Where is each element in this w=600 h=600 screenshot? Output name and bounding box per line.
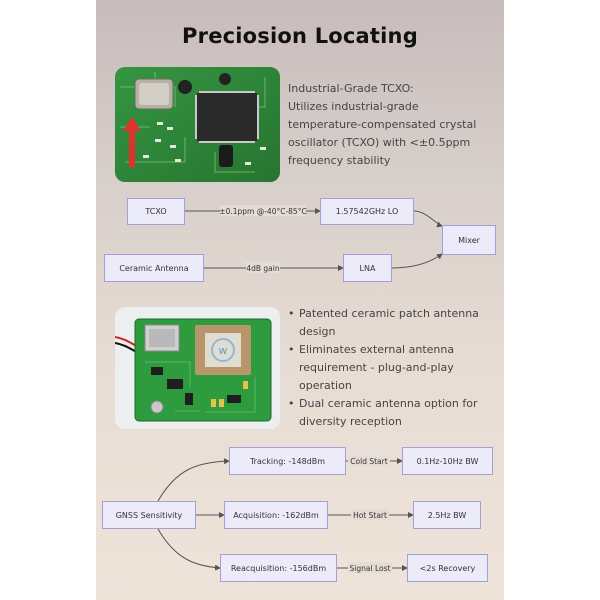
poster: Preciosion Locating [96, 0, 504, 600]
node-mixer: Mixer [442, 225, 496, 255]
list-item: Eliminates external antenna requirement … [288, 341, 493, 395]
edge-label-tcxo-lo: ±0.1ppm @-40°C-85°C [219, 207, 306, 216]
node-tracking-result: 0.1Hz-10Hz BW [402, 447, 493, 475]
edge-root-tracking [157, 458, 230, 502]
antenna-features-list: Patented ceramic patch antenna design El… [288, 305, 493, 431]
node-acquisition-result: 2.5Hz BW [413, 501, 481, 529]
tcxo-description: Industrial-Grade TCXO: Utilizes industri… [288, 80, 493, 170]
gps-module-photo: w [115, 307, 280, 429]
node-reacquisition-result: <2s Recovery [407, 554, 488, 582]
tcxo-heading: Industrial-Grade TCXO: [288, 82, 414, 95]
tcxo-circuit-photo [115, 67, 280, 182]
page-title: Preciosion Locating [182, 24, 418, 48]
edge-label-antenna-lna: 4dB gain [246, 264, 280, 273]
node-ceramic-antenna: Ceramic Antenna [104, 254, 204, 282]
tcxo-body: Utilizes industrial-grade temperature-co… [288, 100, 477, 167]
list-item: Dual ceramic antenna option for diversit… [288, 395, 493, 431]
node-lna: LNA [343, 254, 392, 282]
list-item: Patented ceramic patch antenna design [288, 305, 493, 341]
node-tracking: Tracking: -148dBm [229, 447, 346, 475]
node-tcxo: TCXO [127, 198, 185, 225]
edge-label-signal-lost: Signal Lost [350, 564, 391, 573]
diagram-edges: ±0.1ppm @-40°C-85°C 4dB gain Cold Start … [157, 205, 443, 573]
red-arrow-icon [123, 117, 141, 167]
node-gnss-sensitivity: GNSS Sensitivity [102, 501, 196, 529]
node-lo: 1.57542GHz LO [320, 198, 414, 225]
edge-root-reacquisition [157, 528, 221, 571]
node-reacquisition: Reacquisition: -156dBm [220, 554, 337, 582]
svg-text:w: w [219, 344, 228, 357]
edge-lna-mixer [391, 253, 443, 269]
edge-label-hot-start: Hot Start [353, 511, 387, 520]
node-acquisition: Acquisition: -162dBm [224, 501, 328, 529]
edge-lo-mixer [413, 210, 443, 228]
edge-label-cold-start: Cold Start [350, 457, 387, 466]
